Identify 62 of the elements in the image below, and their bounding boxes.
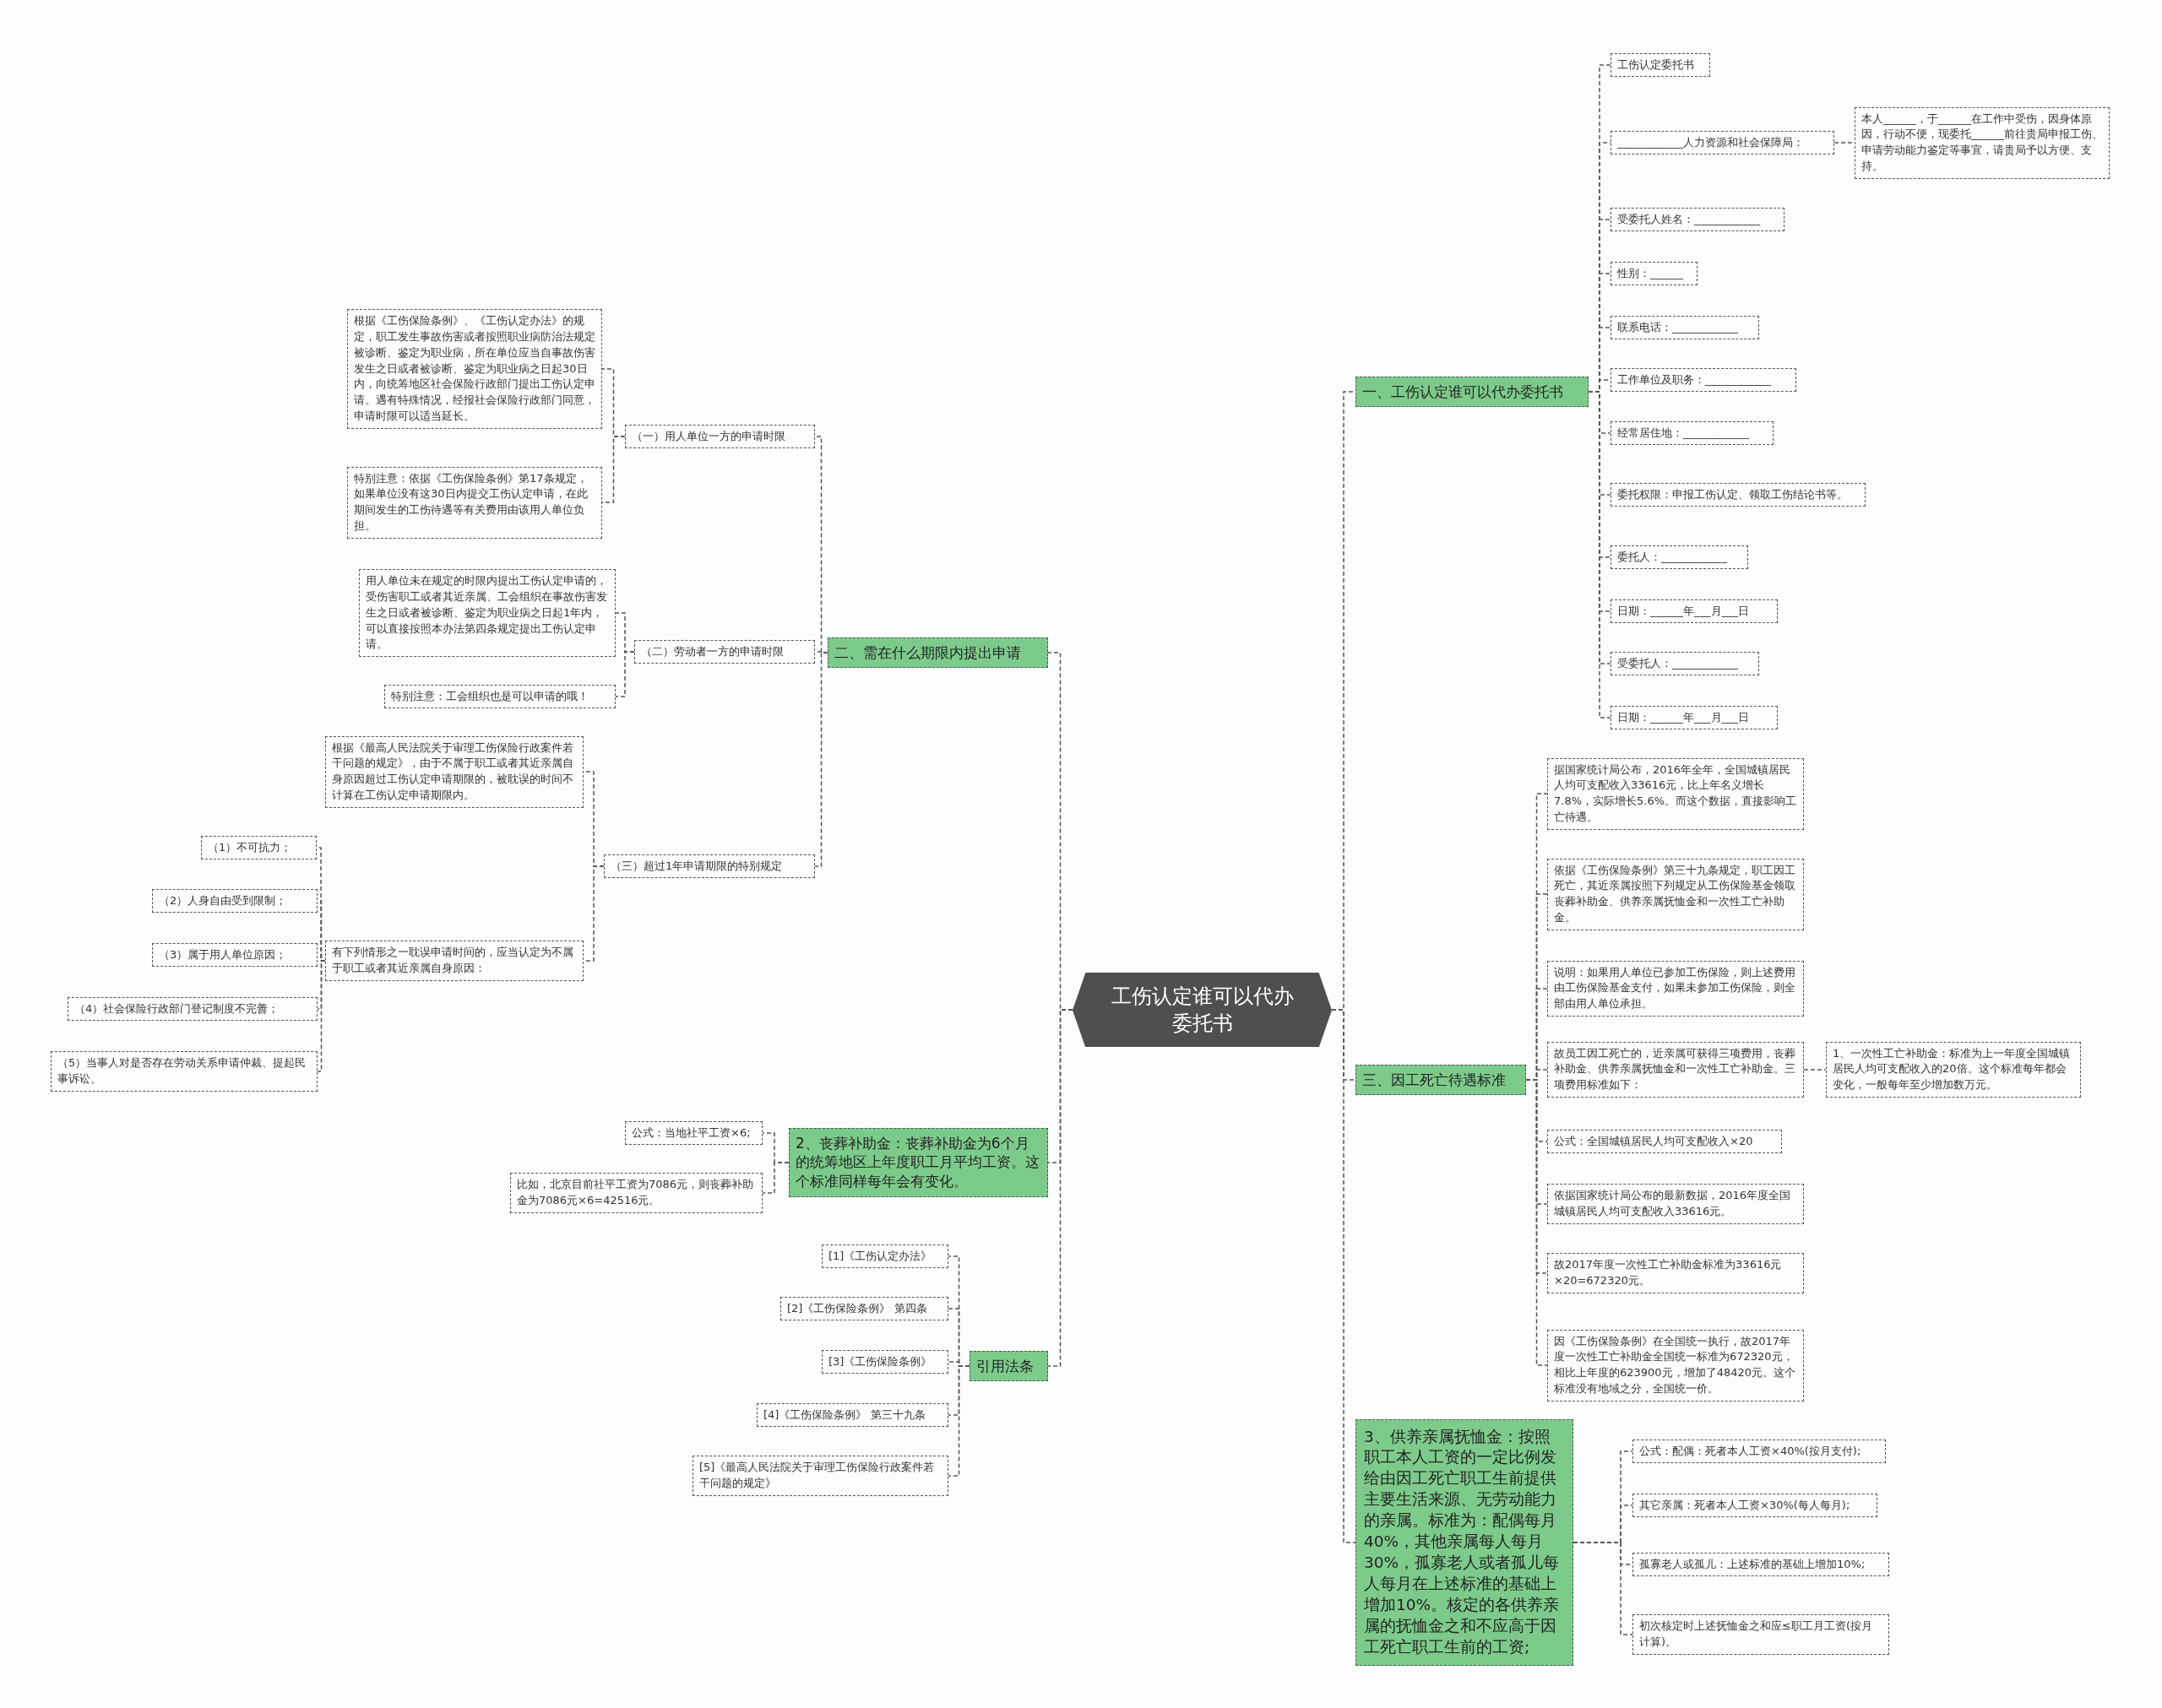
topic-box: （一）用人单位一方的申请时限 xyxy=(625,424,815,449)
root-topic-box: 工伤认定谁可以代办委托书 xyxy=(1073,972,1332,1048)
topic-box: 初次核定时上述抚恤金之和应≤职工月工资(按月计算)。 xyxy=(1632,1614,1889,1655)
topic-box: 用人单位未在规定的时限内提出工伤认定申请的，受伤害职工或者其近亲属、工会组织在事故伤害发生之日或者被诊断、鉴定为职业病之日起1年内，可以直接按照本办法第四条规定提出工伤认定申请。 xyxy=(359,569,616,658)
topic-box: 经常居住地：____________ xyxy=(1611,420,1774,446)
topic-box: 委托权限：申报工伤认定、领取工伤结论书等。 xyxy=(1611,482,1866,507)
topic-box: （3）属于用人单位原因； xyxy=(152,942,318,968)
topic-box: 因《工伤保险条例》在全国统一执行，故2017年度一次性工亡补助金全国统一标准为672320元，相比上年度的623900元，增加了48420元。这个标准没有地域之分，全国统一价。 xyxy=(1547,1329,1804,1402)
topic-box: 性别：______ xyxy=(1611,261,1698,286)
topic-box: 特别注意：工会组织也是可以申请的哦！ xyxy=(384,684,616,709)
topic-box: 日期：______年___月___日 xyxy=(1611,705,1778,730)
connector-line xyxy=(814,652,828,867)
topic-box: 受委托人姓名：____________ xyxy=(1611,207,1784,232)
topic-box: 日期：______年___月___日 xyxy=(1611,599,1778,624)
topic-box: 比如，北京目前社平工资为7086元，则丧葬补助金为7086元×6=42516元。 xyxy=(510,1173,763,1213)
topic-box: （2）人身自由受到限制； xyxy=(152,888,318,914)
connector-line xyxy=(615,651,635,697)
topic-box: （5）当事人对是否存在劳动关系申请仲裁、提起民事诉讼。 xyxy=(51,1051,318,1092)
topic-box: 特别注意：依据《工伤保险条例》第17条规定，如果单位没有这30日内提交工伤认定申请，在此期间发生的工伤待遇等有关费用由该用人单位负担。 xyxy=(347,466,602,539)
topic-box: ____________人力资源和社会保障局： xyxy=(1611,130,1834,155)
branch-topic-box: 一、工伤认定谁可以代办委托书 xyxy=(1355,376,1589,408)
topic-box: [4]《工伤保险条例》 第三十九条 xyxy=(757,1402,948,1428)
topic-box: 委托人：____________ xyxy=(1611,545,1748,570)
topic-box: 公式：全国城镇居民人均可支配收入×20 xyxy=(1547,1129,1782,1154)
topic-box: 孤寡老人或孤儿：上述标准的基础上增加10%; xyxy=(1632,1552,1889,1577)
topic-box: 1、一次性工亡补助金：标准为上一年度全国城镇居民人均可支配收入的20倍。这个标准每年都会变化，一般每年至少增加数万元。 xyxy=(1826,1041,2081,1098)
topic-box: [2]《工伤保险条例》 第四条 xyxy=(780,1296,948,1321)
topic-box: 工作单位及职务：____________ xyxy=(1611,367,1796,393)
topic-box: 故员工因工死亡的，近亲属可获得三项费用，丧葬补助金、供养亲属抚恤金和一次性工亡补助金。三项费用标准如下： xyxy=(1547,1041,1804,1098)
topic-box: [1]《工伤认定办法》 xyxy=(822,1244,948,1269)
connector-line xyxy=(1573,1542,1633,1635)
topic-box: （4）社会保险行政部门登记制度不完善； xyxy=(68,996,318,1022)
branch-topic-box: 二、需在什么期限内提出申请 xyxy=(828,637,1048,669)
topic-box: 根据《最高人民法院关于审理工伤保险行政案件若干问题的规定》，由于不属于职工或者其近亲属自身原因超过工伤认定申请期限的，被耽误的时间不计算在工伤认定申请期限内。 xyxy=(325,735,584,808)
connector-line xyxy=(762,1162,790,1194)
topic-box: 据国家统计局公布，2016年全年，全国城镇居民人均可支配收入33616元，比上年名义增长7.8%，实际增长5.6%。而这个数据，直接影响工亡待遇。 xyxy=(1547,757,1804,830)
topic-box: 公式：配偶：死者本人工资×40%(按月支付); xyxy=(1632,1439,1886,1464)
branch-topic-box: 3、供养亲属抚恤金：按照职工本人工资的一定比例发给由因工死亡职工生前提供主要生活来源、无劳动能力的亲属。标准为：配偶每月40%，其他亲属每人每月30%，孤寡老人或者孤儿每人每月在上述标准的基础上增加10%。核定的各供养亲属的抚恤金之和不应高于因工死亡职工生前的工资; xyxy=(1355,1418,1573,1667)
connector-line xyxy=(948,1365,970,1477)
branch-topic-box: 三、因工死亡待遇标准 xyxy=(1355,1064,1526,1096)
topic-box: 依据国家统计局公布的最新数据，2016年度全国城镇居民人均可支配收入33616元。 xyxy=(1547,1184,1804,1224)
branch-topic-box: 引用法条 xyxy=(970,1350,1048,1382)
topic-box: 本人______，于______在工作中受伤，因身体原因，行动不便，现委托______前往贵局申报工伤、申请劳动能力鉴定等事宜，请贵局予以方便、支持。 xyxy=(1855,106,2110,179)
connector-line xyxy=(1047,1009,1073,1367)
topic-box: 说明：如果用人单位已参加工伤保险，则上述费用由工伤保险基金支付，如果未参加工伤保险，则全部由用人单位承担。 xyxy=(1547,960,1804,1017)
topic-box: （二）劳动者一方的申请时限 xyxy=(634,639,815,664)
topic-box: 有下列情形之一耽误申请时间的，应当认定为不属于职工或者其近亲属自身原因： xyxy=(325,941,584,981)
topic-box: 联系电话：____________ xyxy=(1611,315,1759,340)
topic-box: （三）超过1年申请期限的特别规定 xyxy=(604,854,815,879)
topic-box: [5]《最高人民法院关于审理工伤保险行政案件若干问题的规定》 xyxy=(693,1456,948,1496)
topic-box: 依据《工伤保险条例》第三十九条规定，职工因工死亡，其近亲属按照下列规定从工伤保险基金领取丧葬补助金、供养亲属抚恤金和一次性工亡补助金。 xyxy=(1547,858,1804,930)
topic-box: 根据《工伤保险条例》、《工伤认定办法》的规定，职工发生事故伤害或者按照职业病防治法规定被诊断、鉴定为职业病，所在单位应当自事故伤害发生之日或者被诊断、鉴定为职业病之日起30日内，向统筹地区社会保险行政部门提出工伤认定申请。遇有特殊情况，经报社会保险行政部门同意，申请时限可以适当延长。 xyxy=(347,309,602,429)
branch-topic-box: 2、丧葬补助金：丧葬补助金为6个月的统筹地区上年度职工月平均工资。这个标准同样每年会有变化。 xyxy=(789,1127,1048,1198)
topic-box: 工伤认定委托书 xyxy=(1611,52,1710,78)
topic-box: 其它亲属：死者本人工资×30%(每人每月); xyxy=(1632,1493,1877,1518)
topic-box: 公式：当地社平工资×6; xyxy=(625,1120,763,1146)
topic-box: 受委托人：____________ xyxy=(1611,651,1759,676)
connector-line xyxy=(1803,1069,1827,1071)
topic-box: [3]《工伤保险条例》 xyxy=(822,1349,948,1375)
topic-box: 故2017年度一次性工亡补助金标准为33616元×20=672320元。 xyxy=(1547,1253,1804,1293)
connector-line xyxy=(1331,1009,1356,1543)
topic-box: （1）不可抗力； xyxy=(201,835,317,860)
